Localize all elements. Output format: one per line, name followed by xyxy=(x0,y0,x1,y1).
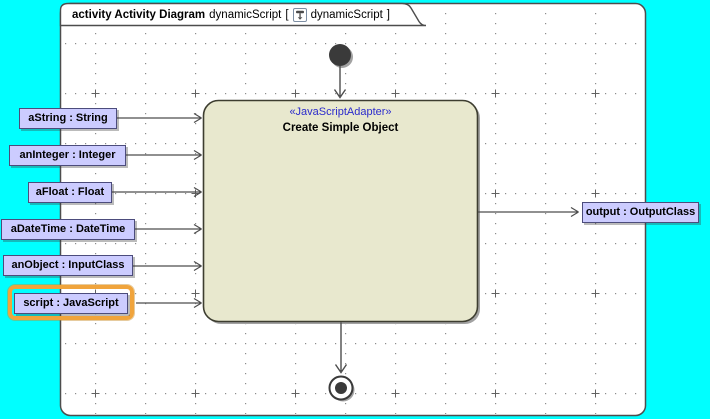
flow-initial-to-action[interactable] xyxy=(333,66,347,99)
output-pin-label: output : OutputClass xyxy=(585,206,696,218)
input-pin-aninteger[interactable]: anInteger : Integer xyxy=(9,145,126,166)
connector-anobject[interactable] xyxy=(133,260,202,272)
input-pin-astring-label: aString : String xyxy=(28,112,108,124)
connector-output[interactable] xyxy=(478,206,579,218)
input-pin-astring[interactable]: aString : String xyxy=(19,108,117,129)
selection-highlight-frame xyxy=(8,285,134,320)
action-name: Create Simple Object xyxy=(282,122,399,134)
diagram-heading-bracket-open: [ xyxy=(285,8,289,21)
diagram-heading-name: dynamicScript xyxy=(209,8,282,21)
connector-script[interactable] xyxy=(136,297,202,309)
activity-diagram-icon xyxy=(292,7,307,22)
connector-adatetime-afloat[interactable] xyxy=(112,186,202,198)
initial-node[interactable] xyxy=(329,44,351,66)
connector-astring[interactable] xyxy=(117,112,202,124)
input-pin-afloat[interactable]: aFloat : Float xyxy=(28,182,112,203)
connector-adatetime[interactable] xyxy=(135,223,202,235)
activity-final-node-dot xyxy=(335,382,347,394)
connector-aninteger[interactable] xyxy=(126,149,202,161)
action-stereotype: «JavaScriptAdapter» xyxy=(289,106,392,118)
input-pin-script-label: script : JavaScript xyxy=(23,297,119,309)
diagram-heading[interactable]: activity Activity Diagram dynamicScript … xyxy=(72,6,390,23)
input-pin-adatetime[interactable]: aDateTime : DateTime xyxy=(1,219,135,240)
input-pin-afloat-label: aFloat : Float xyxy=(35,186,105,198)
action-node[interactable] xyxy=(202,99,479,323)
input-pin-anobject-label: anObject : InputClass xyxy=(11,259,125,271)
diagram-heading-tab[interactable] xyxy=(59,2,427,27)
input-pin-adatetime-label: aDateTime : DateTime xyxy=(10,223,126,235)
input-pin-aninteger-label: anInteger : Integer xyxy=(19,149,116,161)
input-pin-script[interactable]: script : JavaScript xyxy=(14,293,128,314)
diagram-heading-context: dynamicScript xyxy=(310,8,383,21)
diagram-heading-keyword: activity Activity Diagram xyxy=(72,8,206,21)
input-pin-anobject[interactable]: anObject : InputClass xyxy=(3,255,133,276)
output-pin[interactable]: output : OutputClass xyxy=(582,202,699,223)
diagram-heading-bracket-close: ] xyxy=(386,8,390,21)
flow-action-to-final[interactable] xyxy=(334,322,348,374)
